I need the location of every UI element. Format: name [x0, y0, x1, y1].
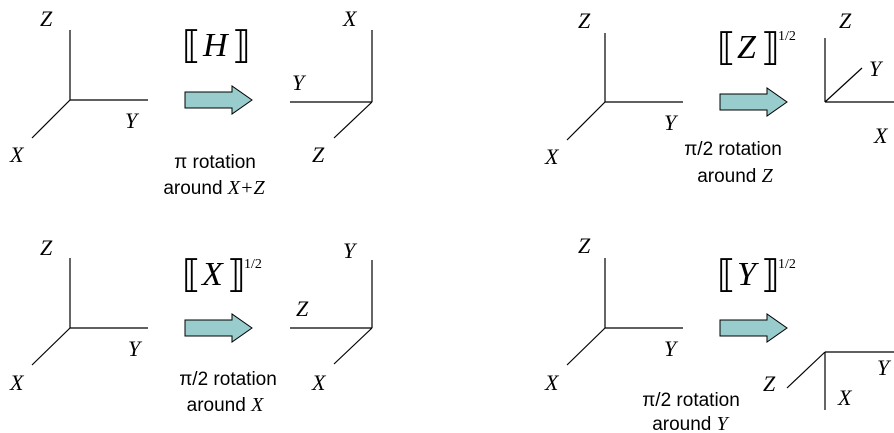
z-axis-line — [786, 351, 826, 389]
axis-label-down: X — [9, 370, 25, 395]
operator-symbol: Z — [737, 29, 757, 66]
axis-label-up: Y — [343, 238, 358, 263]
axis-label-right: Y — [664, 336, 679, 361]
left-axes: Z Y X — [544, 233, 683, 395]
x-axis-line — [31, 99, 71, 139]
axis-label-up: Z — [578, 233, 591, 258]
axis-label-up: Z — [40, 6, 53, 31]
right-axes: X Y Z — [290, 6, 373, 167]
transform-arrow — [719, 313, 788, 343]
operator-exponent: 1/2 — [778, 257, 796, 272]
svg-text:⟦: ⟦ — [717, 254, 736, 296]
axis-label-diag: Y — [869, 56, 884, 81]
svg-text:⟦: ⟦ — [182, 25, 201, 67]
axis-label-right: Y — [664, 110, 679, 135]
left-axes: Z Y X — [9, 235, 148, 395]
transform-arrow — [184, 85, 253, 115]
caption-line1: π/2 rotation — [642, 390, 740, 411]
axis-label-down: X — [9, 142, 25, 167]
axis-label-right: Y — [877, 355, 892, 380]
panel-sqrt-y: Z Y X ⟦ Y ⟧ 1/2 Y Z X π/2 rotation aroun… — [544, 233, 894, 433]
operator-label: ⟦ H ⟧ — [182, 25, 251, 67]
axis-label-down: X — [544, 370, 560, 395]
z-axis-line — [333, 101, 373, 139]
caption-line1: π rotation — [174, 152, 256, 173]
axis-label-up: Z — [839, 8, 852, 33]
operator-label: ⟦ X ⟧ 1/2 — [182, 254, 262, 296]
operator-label: ⟦ Y ⟧ 1/2 — [717, 254, 796, 296]
axis-label-up: Z — [578, 8, 591, 33]
svg-text:⟧: ⟧ — [232, 25, 251, 67]
y-axis-line — [824, 67, 863, 103]
axis-label-right: Y — [125, 108, 140, 133]
axis-label-left: Z — [296, 296, 309, 321]
caption-line2: around X+Z — [163, 177, 265, 199]
operator-label: ⟦ Z ⟧ 1/2 — [717, 27, 796, 69]
axis-label-down: X — [311, 370, 327, 395]
axis-label-down: X — [544, 144, 560, 169]
x-axis-line — [333, 327, 373, 365]
left-axes: Z Y X — [9, 6, 148, 167]
right-axes: Y Z X — [290, 238, 373, 395]
x-axis-line — [566, 101, 606, 141]
axis-label-down: Z — [312, 142, 325, 167]
svg-text:⟧: ⟧ — [761, 27, 780, 69]
transform-arrow — [184, 313, 253, 343]
caption-line1: π/2 rotation — [179, 369, 277, 390]
panel-hadamard: Z Y X ⟦ H ⟧ X Y Z π rotation around X+Z — [9, 6, 373, 199]
svg-text:⟦: ⟦ — [182, 254, 201, 296]
operator-symbol: Y — [737, 256, 759, 293]
right-axes: Z Y X — [824, 8, 894, 148]
panel-sqrt-x: Z Y X ⟦ X ⟧ 1/2 Y Z X π/2 rotation aroun… — [9, 235, 373, 416]
svg-text:⟧: ⟧ — [227, 254, 246, 296]
axis-label-right: Y — [128, 336, 143, 361]
axis-label-right: X — [873, 123, 889, 148]
axis-label-up: Z — [40, 235, 53, 260]
right-axes: Y Z X — [763, 351, 894, 410]
caption-line2: around Z — [697, 165, 773, 187]
operator-symbol: H — [202, 27, 230, 64]
x-axis-line — [31, 327, 71, 366]
operator-symbol: X — [200, 256, 224, 293]
operator-exponent: 1/2 — [244, 257, 262, 272]
caption-line2: around X — [187, 394, 264, 416]
axis-label-diag: Z — [763, 371, 776, 396]
axis-label-down: X — [837, 385, 853, 410]
transform-arrow — [719, 87, 788, 117]
axis-label-up: X — [342, 6, 358, 31]
x-axis-line — [566, 327, 606, 366]
panel-sqrt-z: Z Y X ⟦ Z ⟧ 1/2 Z Y X π/2 rotation aroun… — [544, 8, 894, 187]
caption-line2: around Y — [652, 413, 729, 433]
svg-text:⟦: ⟦ — [717, 27, 736, 69]
operator-exponent: 1/2 — [778, 29, 796, 44]
left-axes: Z Y X — [544, 8, 683, 169]
svg-text:⟧: ⟧ — [761, 254, 780, 296]
axis-label-left: Y — [292, 70, 307, 95]
caption-line1: π/2 rotation — [684, 139, 782, 160]
